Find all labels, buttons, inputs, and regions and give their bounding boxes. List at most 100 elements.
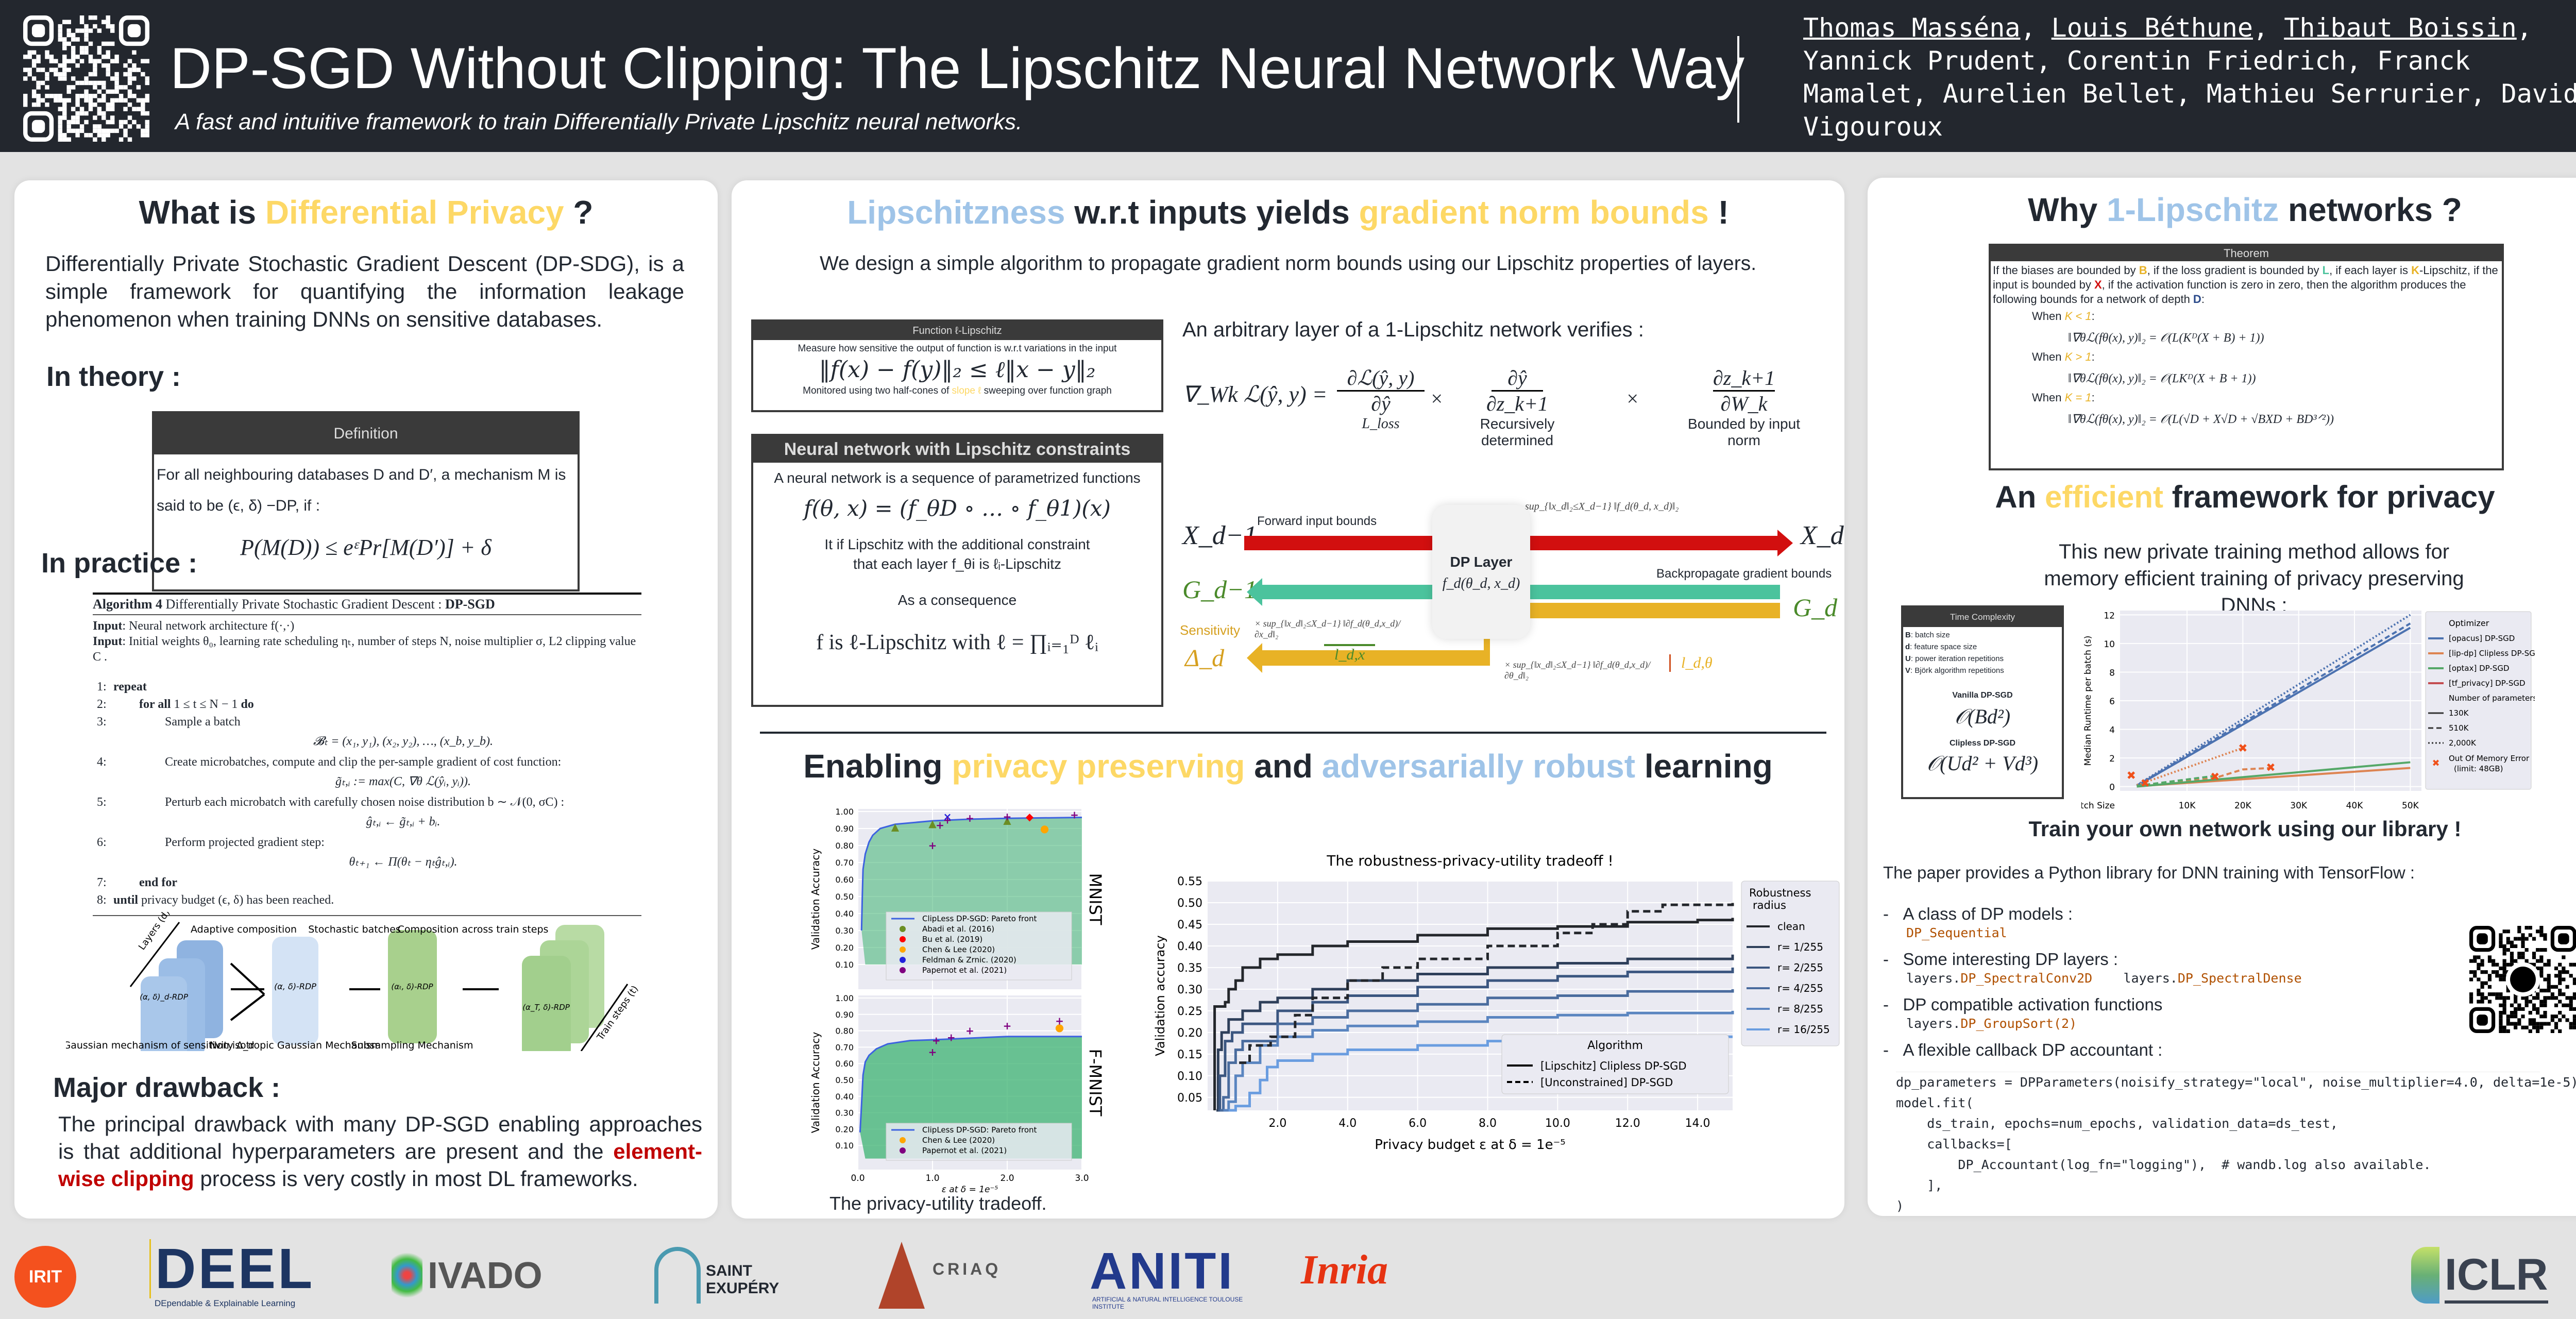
qr-module: [2547, 981, 2551, 985]
function-lipschitz-box: Function ℓ-Lipschitz Measure how sensiti…: [751, 319, 1163, 412]
qr-module: [97, 28, 102, 33]
code-snippet: dp_parameters = DPParameters(noisify_str…: [1896, 1072, 2576, 1216]
qr-module: [75, 115, 80, 120]
qr-module: [84, 28, 89, 33]
aniti-logo: ANITI: [1090, 1242, 1235, 1300]
qr-module: [66, 98, 71, 103]
qr-module: [145, 94, 149, 98]
github-qr-code-icon[interactable]: [2469, 926, 2576, 1033]
qr-module: [66, 59, 71, 63]
qr-module: [2558, 962, 2562, 967]
qr-module: [2502, 1000, 2506, 1004]
qr-module: [145, 111, 149, 116]
forward-arrowhead-icon: [1777, 530, 1793, 556]
qr-module: [2499, 974, 2503, 978]
qr-module: [2532, 962, 2536, 967]
y-tick-label: 0.35: [1177, 962, 1202, 975]
qr-module: [79, 128, 84, 133]
legend-label: r= 2/255: [1777, 961, 1823, 974]
theorem-case: When K = 1:: [2032, 391, 2502, 404]
qr-module: [93, 59, 97, 63]
case-condition: K > 1: [2064, 350, 2092, 363]
legend-label: ClipLess DP-SGD: Pareto front: [922, 1125, 1037, 1135]
qr-module: [2532, 1025, 2536, 1029]
qr-module: [71, 115, 76, 120]
qr-module: [2499, 940, 2503, 944]
legend-title: Optimizer: [2449, 618, 2489, 628]
qr-module: [127, 80, 132, 86]
qr-module: [145, 128, 149, 133]
case-colon: :: [2091, 310, 2095, 323]
qr-module: [2558, 1010, 2562, 1015]
qr-module: [145, 133, 149, 138]
qr-module: [2569, 1003, 2573, 1007]
complexity-definition: d: feature space size: [1905, 641, 2060, 653]
theorem-text-part: , if the activation function is zero in …: [1993, 278, 2466, 306]
input-label: Input: [93, 635, 123, 648]
qr-module: [106, 120, 110, 125]
qr-module: [2539, 1003, 2544, 1007]
algorithm-title: Algorithm 4 Differentially Private Stoch…: [93, 595, 641, 615]
qr-module: [75, 55, 80, 59]
theorem-box: Theorem If the biases are bounded by B, …: [1989, 244, 2504, 470]
legend-label: Out Of Memory Error: [2449, 754, 2530, 763]
qr-module: [49, 94, 54, 98]
qr-finder: [23, 111, 54, 142]
qr-module: [2532, 996, 2536, 1000]
qr-module: [71, 76, 76, 81]
x-tick-label: 4.0: [1338, 1117, 1357, 1130]
qr-module: [2539, 988, 2544, 993]
qr-module: [2532, 955, 2536, 959]
qr-module: [79, 111, 84, 116]
qr-module: [66, 41, 71, 46]
legend-swatch: [900, 936, 906, 942]
baseline-marker: ▲: [891, 821, 900, 833]
qr-module: [88, 80, 93, 86]
qr-module: [2543, 937, 2547, 941]
step-number: 2:: [97, 698, 107, 711]
legend-label: r= 8/255: [1777, 1003, 1823, 1015]
x-tick-label: 50K: [2402, 801, 2419, 811]
theorem-text-part: X: [2094, 278, 2102, 291]
qr-module: [2506, 937, 2510, 941]
qr-module: [23, 102, 28, 107]
qr-module: [106, 15, 110, 20]
baseline-marker: ●: [1040, 822, 1049, 835]
qr-module: [23, 94, 28, 98]
legend-label: [tf_privacy] DP-SGD: [2449, 679, 2526, 688]
qr-module: [132, 76, 137, 81]
arrow-icon: [230, 993, 265, 1021]
y-tick-label: 0.40: [835, 909, 854, 919]
rdp-composition-diagram: (α, δ)_d-RDP(α, δ)-RDP(αₜ, δ)-RDP(α_T, δ…: [66, 912, 640, 1051]
qr-module: [2532, 1018, 2536, 1022]
baseline-marker: +: [1003, 810, 1012, 823]
step-equation: θₜ₊₁ ← Π(θₜ − ηₜĝₜ,ᵢ).: [349, 855, 457, 869]
y-tick-label: 0.20: [835, 1124, 854, 1134]
lipschitz-formula: ‖f(x) − f(y)‖₂ ≤ ℓ‖x − y‖₂: [819, 357, 1096, 383]
qr-module: [2521, 944, 2525, 949]
code-prefix: layers.: [1906, 1016, 1961, 1031]
qr-module: [2492, 962, 2496, 967]
theorem-case: When K < 1:: [2032, 310, 2502, 323]
qr-module: [2517, 1007, 2521, 1011]
theorem-text-part: K: [2411, 264, 2419, 277]
legend-label: Chen & Lee (2020): [922, 1136, 995, 1145]
qr-module: [2532, 1007, 2536, 1011]
qr-module: [2502, 966, 2506, 971]
qr-module: [31, 102, 37, 107]
legend-box: [886, 911, 1072, 980]
qr-module: [2543, 977, 2547, 982]
qr-module: [2554, 1025, 2558, 1029]
qr-module: [2565, 985, 2569, 989]
baseline-marker: +: [965, 812, 974, 824]
mechanism-label: Subsampling Mechanism: [351, 1040, 473, 1051]
poster-header: DP-SGD Without Clipping: The Lipschitz N…: [0, 0, 2576, 152]
qr-module: [101, 63, 106, 68]
qr-module: [36, 102, 41, 107]
qr-module: [2562, 1014, 2566, 1019]
baseline-marker: +: [928, 1046, 937, 1058]
qr-module: [110, 102, 115, 107]
vanilla-complexity: 𝒪(Bd²): [1954, 705, 2011, 728]
legend-swatch: [900, 946, 906, 953]
